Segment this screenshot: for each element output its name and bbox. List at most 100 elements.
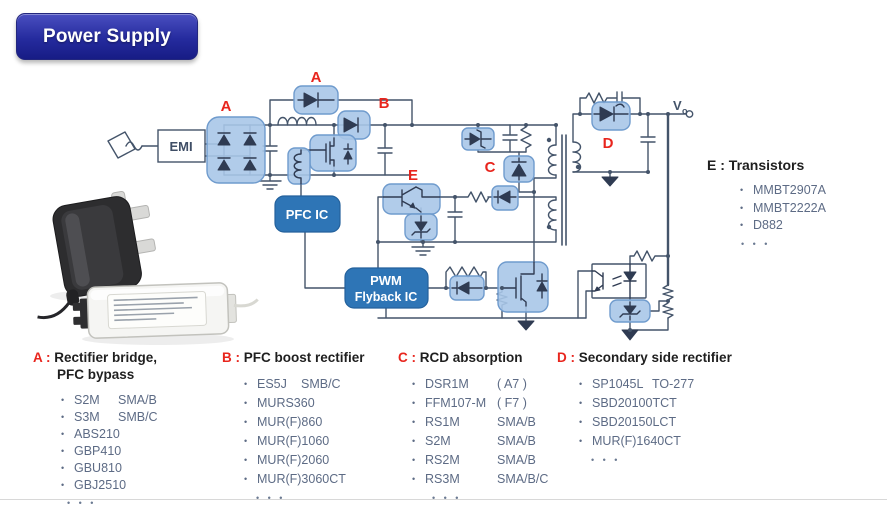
gate-diode-icon <box>451 281 483 295</box>
e-transistor-icon <box>382 186 441 213</box>
section-e-letter: E <box>707 157 717 173</box>
ellipsis-row: • • • <box>432 493 462 503</box>
part-number: MURS360 <box>257 396 315 410</box>
section-c-letter: C <box>398 350 408 365</box>
bullet-icon: • <box>579 417 583 427</box>
cs-coil-icon <box>293 149 302 185</box>
part-list-item: • MURS360 <box>244 394 365 413</box>
part-list-item: •GBP410 <box>61 443 158 460</box>
shunt-regulator-icon <box>619 301 641 321</box>
part-number: FFM107-M <box>425 396 487 410</box>
transformer-primary-icon <box>547 144 557 176</box>
part-package: TO-277 <box>652 377 695 391</box>
bridge-rectifier-box <box>206 116 266 184</box>
part-number: GBU810 <box>74 461 122 475</box>
ellipsis-row: • • • <box>741 238 771 249</box>
ac-plug-icon <box>107 131 136 159</box>
section-d-letter: D <box>557 350 567 365</box>
part-number: RS2M <box>425 453 460 467</box>
part-number: MUR(F)1640CT <box>592 434 681 448</box>
divider-line <box>0 499 887 500</box>
bullet-icon: • <box>61 429 65 439</box>
label-a-bypass: A <box>311 69 322 86</box>
part-number: MMBT2907A <box>753 183 826 197</box>
part-list-item: • GBJ2510 <box>61 477 158 494</box>
label-a-bridge: A <box>221 98 232 115</box>
label-b: B <box>379 95 390 112</box>
ellipsis-row: • • • <box>256 493 286 503</box>
part-list-item: •D882 <box>740 217 826 235</box>
part-number: GBJ2510 <box>74 478 127 492</box>
part-package: SMA/B <box>497 434 536 448</box>
part-number: ES5J <box>257 377 287 391</box>
part-list-item: •GBU810 <box>61 460 158 477</box>
aux-diode-icon <box>493 190 517 204</box>
pfc-inductor-icon <box>277 116 317 126</box>
part-list-item: • S2M SMA/B <box>412 432 548 451</box>
part-package: ( F7 ) <box>497 396 527 410</box>
part-number: SBD20150LCT <box>592 415 677 429</box>
part-list-item: •MMBT2222A <box>740 200 826 218</box>
bullet-icon: • <box>244 436 248 446</box>
part-number: S2M <box>425 434 451 448</box>
vout-sub-label: o <box>682 106 688 116</box>
section-e-items: • MMBT2907A •MMBT2222A •D882 <box>707 182 826 235</box>
part-package: SMA/B/C <box>497 472 549 486</box>
bullet-icon: • <box>412 455 416 465</box>
part-list-item: • SBD20150LCT <box>579 413 732 432</box>
bullet-icon: • <box>61 412 65 422</box>
e-transistor-box <box>382 183 441 215</box>
part-list-item: • SBD20100TCT <box>579 394 732 413</box>
slide-title: Power Supply <box>42 25 172 47</box>
tvs-icon <box>464 129 492 149</box>
part-list-item: •MUR(F)3060CT <box>244 470 365 489</box>
part-package: SMA/B <box>118 393 157 407</box>
part-list-item: • ABS210 <box>61 426 158 443</box>
section-b-title: PFC boost rectifier <box>243 350 365 365</box>
wall-adapter-image <box>37 190 156 320</box>
pfc-ic-box <box>274 195 341 233</box>
rcd-diode-icon <box>511 157 527 181</box>
bullet-icon: • <box>244 417 248 427</box>
part-list-item: •MUR(F)1640CT <box>579 432 732 451</box>
bullet-icon: • <box>244 455 248 465</box>
section-e-list: E : Transistors •MMBT2907A •MMBT2222A •D… <box>707 157 826 249</box>
junction-dots <box>268 112 670 332</box>
main-mosfet-box <box>497 261 549 313</box>
bullet-icon: • <box>579 398 583 408</box>
part-list-item: •MUR(F)1060 <box>244 432 365 451</box>
section-a-letter: A <box>33 350 43 365</box>
part-number: SBD20100TCT <box>592 396 677 410</box>
bullet-icon: • <box>740 220 744 230</box>
part-number: DSR1M <box>425 377 469 391</box>
part-number: ABS210 <box>74 427 120 441</box>
bypass-diode-icon <box>297 92 335 108</box>
slide-title-badge: Power Supply <box>16 13 198 60</box>
bullet-icon: • <box>740 185 744 195</box>
part-number: S2M <box>74 393 100 407</box>
bullet-icon: • <box>412 436 416 446</box>
optocoupler-box <box>591 263 647 299</box>
bullet-icon: • <box>244 398 248 408</box>
bullet-icon: • <box>740 202 744 213</box>
vout-label: V <box>673 98 682 113</box>
bullet-icon: • <box>61 480 65 490</box>
bullet-icon: • <box>412 417 416 427</box>
e-zener-icon <box>411 215 431 239</box>
ellipsis-row: • • • <box>591 455 621 465</box>
section-c-list: C : RCD absorption •DSR1M( A7 ) •FFM107-… <box>398 350 549 503</box>
part-number: S3M <box>74 410 100 424</box>
part-list-item: •DSR1M( A7 ) <box>412 375 548 394</box>
